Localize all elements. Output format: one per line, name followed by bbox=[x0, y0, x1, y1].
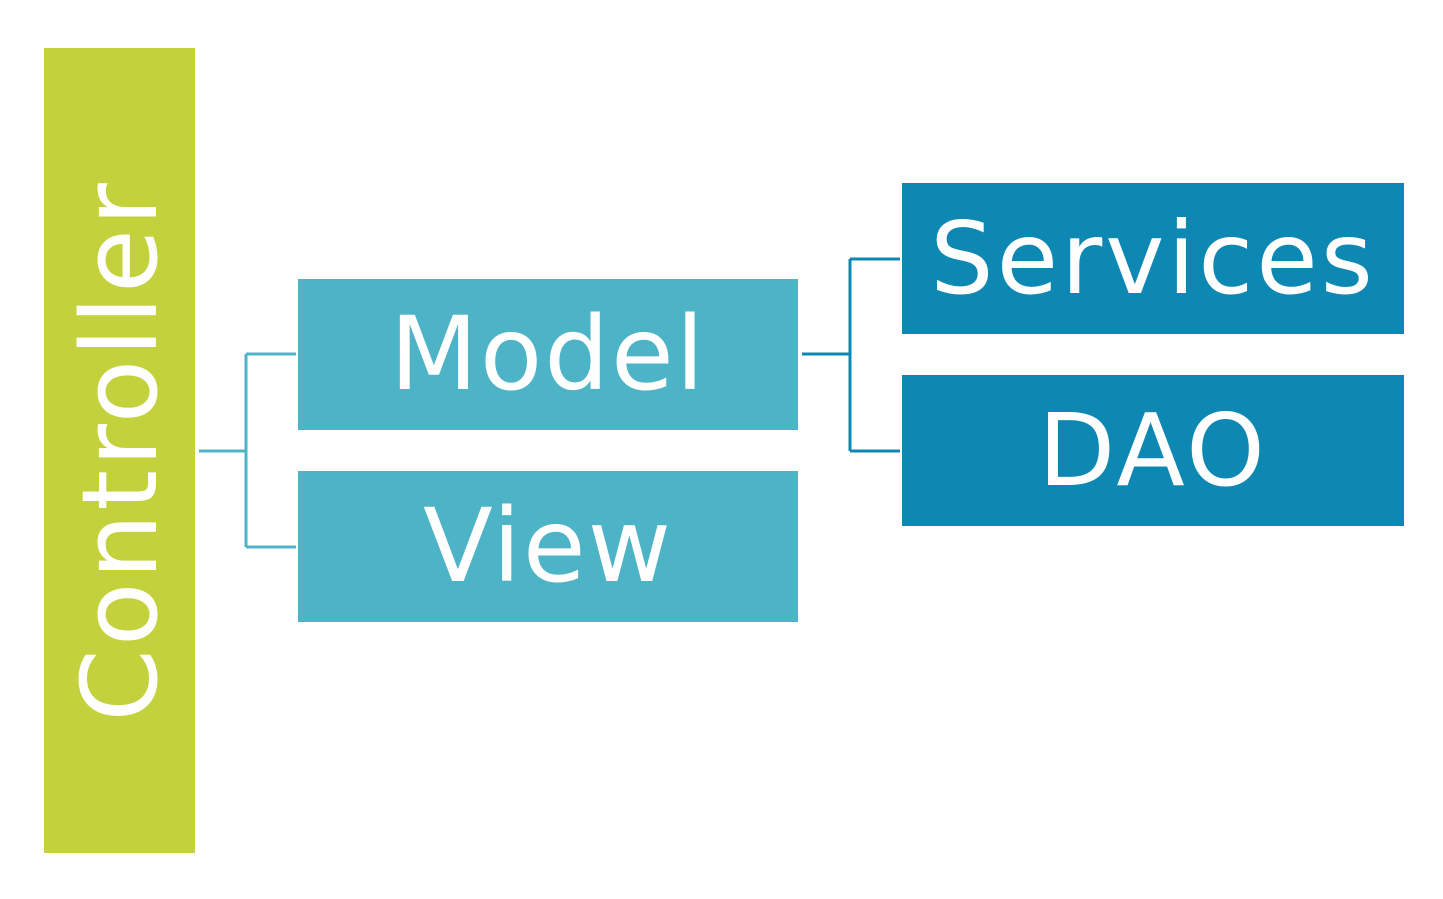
connector-controller-to-children bbox=[199, 352, 296, 549]
controller-node: Controller bbox=[44, 48, 195, 853]
dao-label: DAO bbox=[1038, 392, 1268, 509]
services-node: Services bbox=[902, 183, 1404, 334]
dao-node: DAO bbox=[902, 375, 1404, 526]
services-label: Services bbox=[930, 200, 1376, 317]
model-node: Model bbox=[298, 279, 798, 430]
model-label: Model bbox=[389, 295, 707, 414]
view-node: View bbox=[298, 471, 798, 622]
view-label: View bbox=[422, 487, 674, 606]
controller-label: Controller bbox=[58, 179, 181, 722]
connector-model-to-children bbox=[802, 257, 900, 453]
